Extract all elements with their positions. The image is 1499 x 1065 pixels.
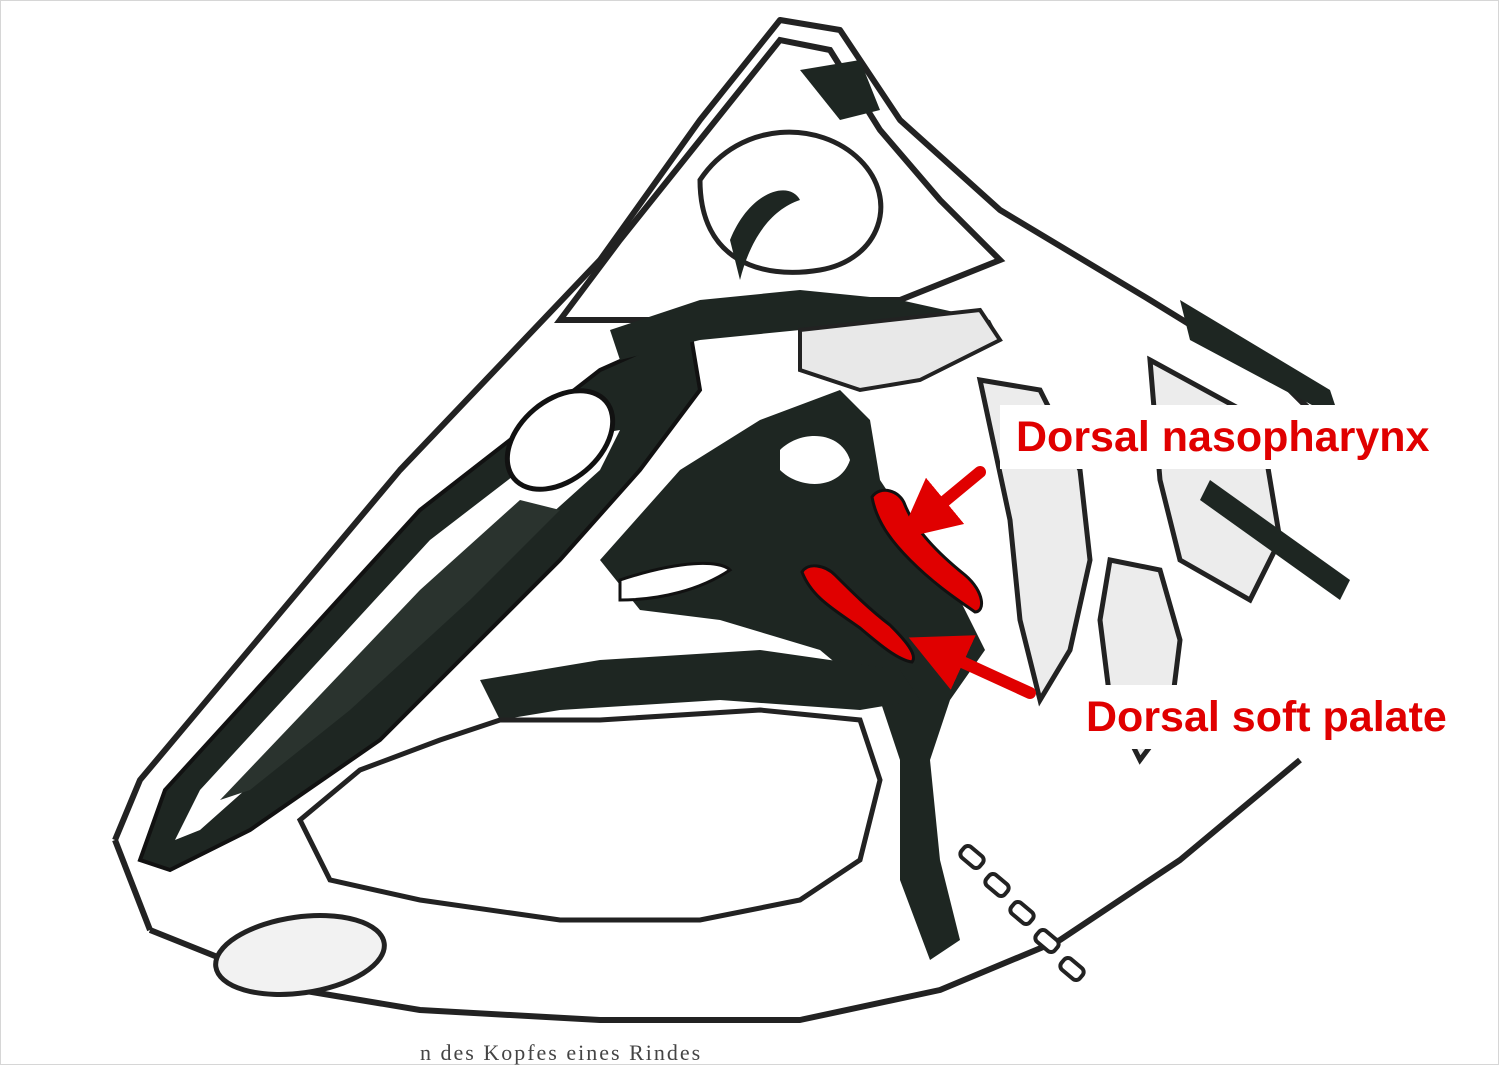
arrow-icon bbox=[922, 472, 980, 520]
trachea bbox=[958, 844, 1085, 982]
label-dorsal-soft-palate: Dorsal soft palate bbox=[1070, 685, 1463, 749]
label-dorsal-nasopharynx: Dorsal nasopharynx bbox=[1000, 405, 1445, 469]
figure-caption: n des Kopfes eines Rindes bbox=[420, 1040, 702, 1065]
skull-region bbox=[560, 40, 1000, 390]
